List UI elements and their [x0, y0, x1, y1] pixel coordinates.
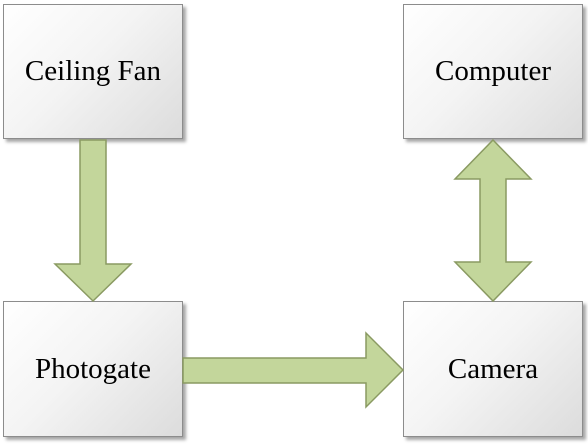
computer-camera-bidirectional-arrow: [453, 138, 533, 303]
computer-node: Computer: [403, 4, 583, 139]
ceiling-fan-label: Ceiling Fan: [24, 55, 162, 87]
camera-label: Camera: [447, 352, 539, 385]
photogate-node: Photogate: [3, 301, 183, 437]
photogate-to-camera-arrow: [182, 331, 405, 409]
camera-node: Camera: [403, 301, 583, 437]
ceiling-fan-node: Ceiling Fan: [3, 4, 183, 139]
photogate-label: Photogate: [35, 352, 151, 385]
fan-to-photogate-arrow: [53, 139, 133, 303]
computer-label: Computer: [435, 55, 551, 87]
